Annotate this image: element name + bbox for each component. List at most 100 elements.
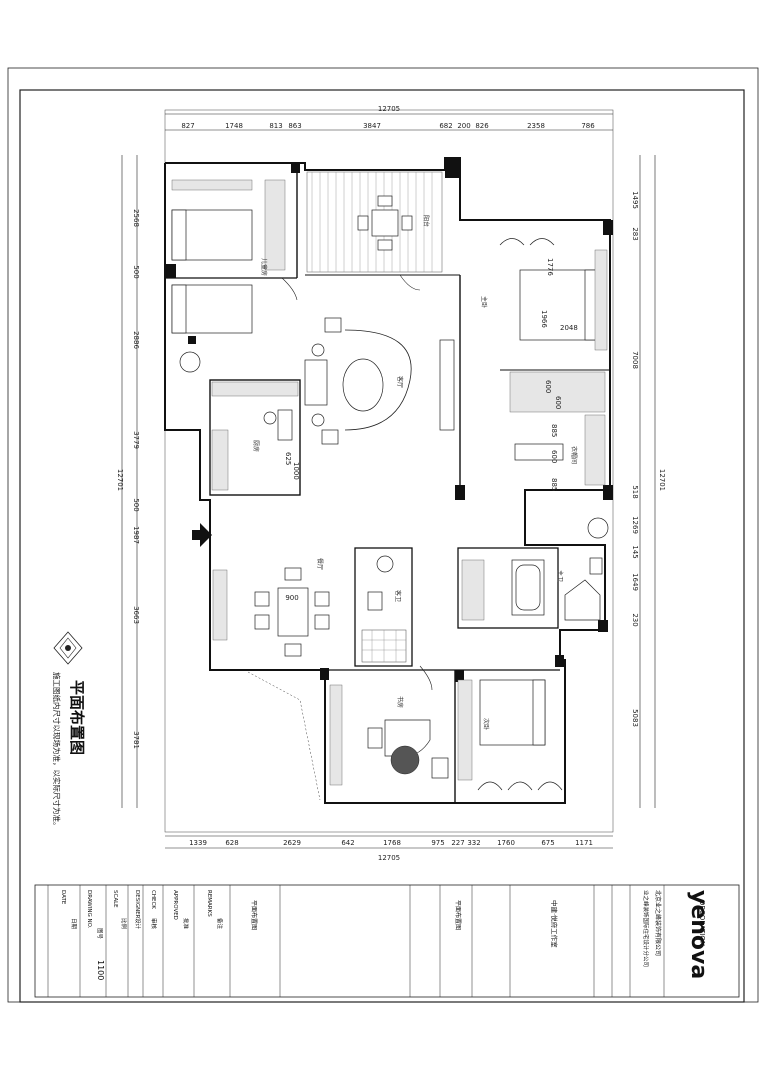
kitchen-fittings — [211, 381, 299, 491]
furniture-dims: 900 2048 1966 1776 600 600 885 600 885 6… — [284, 258, 578, 602]
master-bedroom-furniture — [499, 238, 609, 539]
balcony-decking — [306, 171, 443, 273]
drawing-title: 平面布置图 — [68, 680, 86, 755]
dim-closet-e: 885 — [550, 478, 558, 491]
right-dim: 145 — [631, 545, 639, 558]
bottom-dim: 1171 — [575, 839, 593, 847]
right-dim: 283 — [631, 227, 639, 240]
title-block — [34, 884, 740, 998]
left-dim: 500 — [132, 498, 140, 511]
dim-wardrobe: 1776 — [546, 258, 554, 276]
tb-label-drawing-no: DRAWING NO. — [86, 890, 92, 929]
bottom-dim: 975 — [431, 839, 444, 847]
tb-label-approved: APPROVED — [172, 890, 178, 920]
bottom-dim: 642 — [341, 839, 354, 847]
top-dim: 813 — [269, 122, 282, 130]
top-dim: 827 — [181, 122, 194, 130]
guest-bath-fittings — [361, 555, 407, 663]
entry-arrow-icon — [192, 523, 212, 547]
bottom-dim: 227 — [451, 839, 464, 847]
room-label-study: 书房 — [396, 696, 404, 708]
dim-kitchen-a: 625 — [284, 452, 292, 465]
room-label-kitchen: 厨房 — [252, 440, 260, 452]
tb-value-drawing-no: 图号 — [96, 928, 104, 940]
left-dim: 500 — [132, 265, 140, 278]
tb-label-scale: SCALE — [112, 890, 118, 908]
dim-closet-a: 600 — [544, 380, 552, 393]
bottom-dim: 2629 — [283, 839, 301, 847]
bottom-dim: 1760 — [497, 839, 515, 847]
overall-width-bottom: 12705 — [378, 854, 400, 862]
tb-label-remarks: REMARKS — [206, 890, 212, 917]
left-dim: 1987 — [132, 526, 140, 544]
left-dim: 3781 — [132, 731, 140, 749]
top-dim: 2358 — [527, 122, 545, 130]
tb-company-branch: 业之峰装饰国际住宅设计分公司 — [642, 890, 650, 967]
room-label-master: 主卧 — [480, 296, 488, 308]
left-dim: 2568 — [132, 209, 140, 227]
overall-height-right: 12701 — [658, 469, 666, 491]
tb-value-designer: 设计 — [134, 918, 142, 930]
tb-value-date: 日期 — [70, 918, 77, 930]
bottom-dim: 332 — [467, 839, 480, 847]
overall-width-top: 12705 — [378, 105, 400, 113]
tb-drawing-number: 1100 — [96, 960, 105, 980]
door-swings — [247, 274, 433, 801]
left-dim: 2886 — [132, 331, 140, 349]
bottom-dim: 628 — [225, 839, 238, 847]
tb-company-cn: 北京业之峰装饰有限公司 — [654, 890, 662, 956]
drawing-note: 施工图纸内尺寸以现场为准，以实际尺寸为准。 — [52, 672, 62, 830]
dimension-frame — [164, 109, 614, 833]
right-dim: 5083 — [631, 709, 639, 727]
study-furniture — [329, 684, 449, 786]
room-label-second-bedroom: 次卧 — [482, 718, 490, 730]
top-dim: 826 — [475, 122, 489, 130]
tb-drawing-name: 平面布置图 — [250, 900, 258, 930]
tb-drawing-name-main: 平面布置图 — [454, 900, 462, 930]
room-label-balcony: 阳台 — [422, 215, 430, 227]
dim-kitchen-b: 1000 — [292, 462, 300, 480]
top-dim: 200 — [457, 122, 470, 130]
top-dim: 3847 — [363, 122, 381, 130]
right-dim: 230 — [631, 613, 639, 626]
inner-border — [19, 89, 745, 1003]
room-label-dining: 餐厅 — [316, 558, 324, 570]
second-bedroom-furniture — [457, 679, 563, 791]
room-label-guest-bath: 客卫 — [394, 590, 402, 602]
right-dim: 1495 — [631, 191, 639, 209]
top-dim: 786 — [581, 122, 595, 130]
right-dim: 1269 — [631, 516, 639, 534]
compass-icon — [53, 631, 83, 665]
bottom-dim: 1768 — [383, 839, 401, 847]
company-logo-sub: DECORATION — [698, 900, 706, 946]
room-label-living: 客厅 — [396, 376, 404, 388]
tb-project-name: 中建·悦府工作室 — [550, 900, 559, 948]
tb-label-check: CHECK — [150, 890, 156, 909]
dim-bed-width: 2048 — [560, 324, 578, 332]
top-dim: 863 — [288, 122, 301, 130]
dim-closet-c: 885 — [550, 424, 558, 437]
top-dim: 1748 — [225, 122, 243, 130]
dim-closet-d: 600 — [550, 450, 558, 463]
room-label-child: 儿童房 — [260, 258, 268, 276]
left-dim: 3663 — [132, 606, 140, 624]
tb-value-approved: 批准 — [182, 918, 190, 930]
room-label-master-bath: 主卫 — [556, 570, 564, 582]
bottom-dim: 1339 — [189, 839, 207, 847]
room-label-closet: 衣帽间 — [570, 446, 578, 464]
top-dim: 682 — [439, 122, 452, 130]
right-dim: 518 — [631, 485, 639, 498]
dining-furniture — [212, 567, 330, 657]
dim-dining-table: 900 — [285, 594, 298, 602]
left-dim: 3779 — [132, 431, 140, 449]
tb-value-remarks: 备注 — [216, 918, 224, 930]
company-logo: yenova — [686, 890, 711, 979]
living-room-furniture — [304, 317, 455, 445]
tb-label-date: DATE — [60, 890, 66, 905]
tb-label-designer: DESIGNER — [134, 890, 140, 919]
master-bath-fittings — [461, 557, 603, 621]
columns — [166, 158, 613, 682]
right-dim: 1649 — [631, 573, 639, 591]
child-room-furniture — [171, 179, 286, 373]
